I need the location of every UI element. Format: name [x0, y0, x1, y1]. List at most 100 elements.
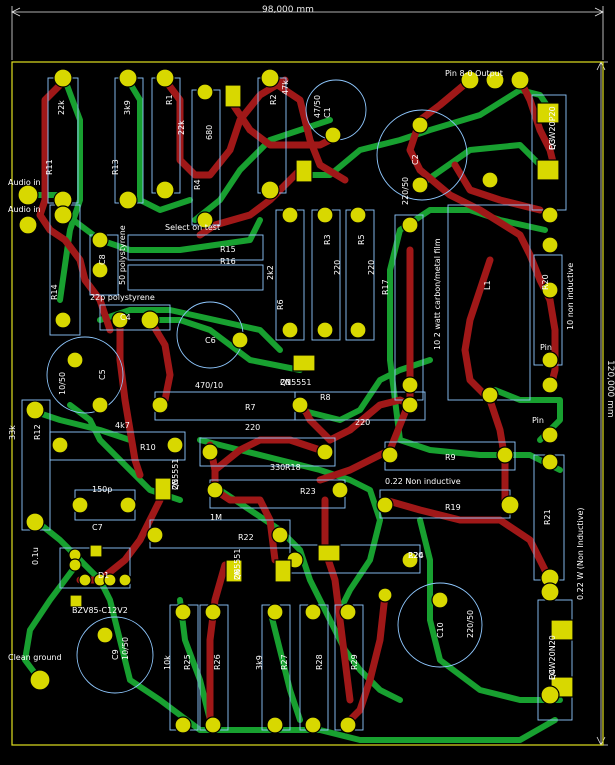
refdes-r16: R16: [220, 257, 236, 266]
r21-note: 0.22 W (Non Inductive): [576, 507, 585, 600]
refdes-r28: R28: [315, 654, 324, 670]
width-dimension: 98,000 mm: [262, 5, 314, 15]
cap-note: 0.1u: [31, 547, 40, 565]
refdes-q4: Q4: [548, 669, 557, 680]
refdes-r13: R13: [111, 159, 120, 175]
diode-part-label: BZV85-C12V2: [72, 606, 128, 615]
silkscreen-labels: Audio in Audio in Select on test 22p pol…: [8, 69, 585, 662]
refdes-c5: C5: [98, 369, 107, 380]
value-c6: 470/10: [195, 381, 223, 390]
value-r24: 220: [408, 551, 423, 560]
value-q1: 2N5551: [280, 378, 311, 387]
refdes-r22: R22: [238, 533, 254, 542]
refdes-r17: R17: [381, 279, 390, 295]
refdes-c4: C4: [120, 313, 131, 322]
refdes-r2: R2: [269, 94, 278, 105]
value-r10: 4k7: [115, 421, 130, 430]
refdes-r10: R10: [140, 443, 156, 452]
refdes-r18: R18: [285, 463, 301, 472]
audio-in-label-1: Audio in: [8, 178, 41, 187]
pad-group-row3: [25, 351, 560, 588]
height-dimension: 120,000 mm: [605, 360, 615, 418]
select-on-test-label: Select on test: [165, 223, 220, 232]
pad-group-row2: [17, 171, 559, 394]
refdes-c6: C6: [205, 336, 216, 345]
refdes-r9: R9: [445, 453, 456, 462]
pad-group-row1: [53, 68, 530, 229]
refdes-c1: C1: [323, 107, 332, 118]
value-c5: 10/50: [58, 372, 67, 395]
refdes-r26: R26: [213, 654, 222, 670]
value-c2: 220/50: [401, 177, 410, 205]
refdes-r25: R25: [183, 654, 192, 670]
pin-output-label: Pin 8-0 Output: [445, 69, 503, 78]
value-r12: 33k: [8, 425, 17, 440]
refdes-c7: C7: [92, 523, 103, 532]
refdes-q6: Q6: [233, 569, 242, 580]
value-c9: 10/50: [121, 637, 130, 660]
value-q5: 2N5551: [171, 459, 180, 490]
value-r6: 2k2: [266, 265, 275, 280]
non-inductive-note: 10 non inductive: [566, 263, 575, 330]
value-r27: 3k9: [255, 655, 264, 670]
value-r11: 22k: [57, 100, 66, 115]
polystyrene-label-1: 50 polystyrene: [118, 225, 127, 285]
refdes-c2: C2: [411, 154, 420, 165]
refdes-r5: R5: [357, 234, 366, 245]
pad-squares: [69, 84, 574, 698]
refdes-r4: R4: [193, 179, 202, 190]
refdes-r24: R24: [408, 551, 424, 560]
polystyrene-label-2: 22p polystyrene: [90, 293, 155, 302]
refdes-r27: R27: [280, 654, 289, 670]
refdes-r11: R11: [45, 159, 54, 175]
audio-in-label-2: Audio in: [8, 205, 41, 214]
refdes-q5: Q5: [171, 479, 180, 490]
value-c1: 47/50: [313, 95, 322, 118]
refdes-r14: R14: [50, 284, 59, 300]
refdes-r6: R6: [276, 299, 285, 310]
non-inductive-label: 0.22 Non inductive: [385, 477, 461, 486]
refdes-r8: R8: [320, 393, 331, 402]
refdes-r21: R21: [543, 509, 552, 525]
value-q6: 2N5551: [233, 549, 242, 580]
refdes-r1: R1: [165, 94, 174, 105]
refdes-r3: R3: [323, 234, 332, 245]
value-r22: 1M: [210, 513, 222, 522]
refdes-d1: D1: [98, 571, 109, 580]
board-outline: [11, 61, 604, 746]
value-r1: 22k: [177, 120, 186, 135]
value-r25: 10k: [163, 655, 172, 670]
pad-group-row4: [29, 548, 449, 734]
refdes-q3: Q3: [548, 139, 557, 150]
pin-low-label: Pin: [532, 416, 544, 425]
value-r8: 220: [355, 418, 370, 427]
refdes-r15: R15: [220, 245, 236, 254]
clean-ground-label: Clean ground: [8, 653, 62, 662]
value-r5: 220: [367, 260, 376, 275]
value-r3: 220: [333, 260, 342, 275]
refdes-r19: R19: [445, 503, 461, 512]
refdes-c10: C10: [436, 622, 445, 638]
value-r2: 47k: [281, 80, 290, 95]
resistor-note: 10 2 watt carbon/metal film: [433, 238, 442, 350]
bottom-copper-traces: [22, 77, 563, 743]
refdes-r23: R23: [300, 487, 316, 496]
value-c7: 150p: [92, 485, 112, 494]
refdes-r29: R29: [350, 654, 359, 670]
refdes-r7: R7: [245, 403, 256, 412]
value-r13: 3k9: [123, 100, 132, 115]
value-r18: 330: [270, 463, 285, 472]
refdes-l1: L1: [483, 280, 492, 290]
refdes-c9: C9: [111, 649, 120, 660]
value-q3: ECW20P20: [548, 106, 557, 150]
refdes-r20: R20: [541, 274, 550, 290]
value-q4: ECW20N20: [548, 635, 557, 680]
refdes-q1: Q1: [280, 378, 291, 387]
value-c10: 220/50: [466, 610, 475, 638]
value-r4: 680: [205, 125, 214, 140]
refdes-c8: C8: [98, 254, 107, 265]
pin-mid-label: Pin: [540, 343, 552, 352]
dimension-top: [11, 6, 604, 60]
